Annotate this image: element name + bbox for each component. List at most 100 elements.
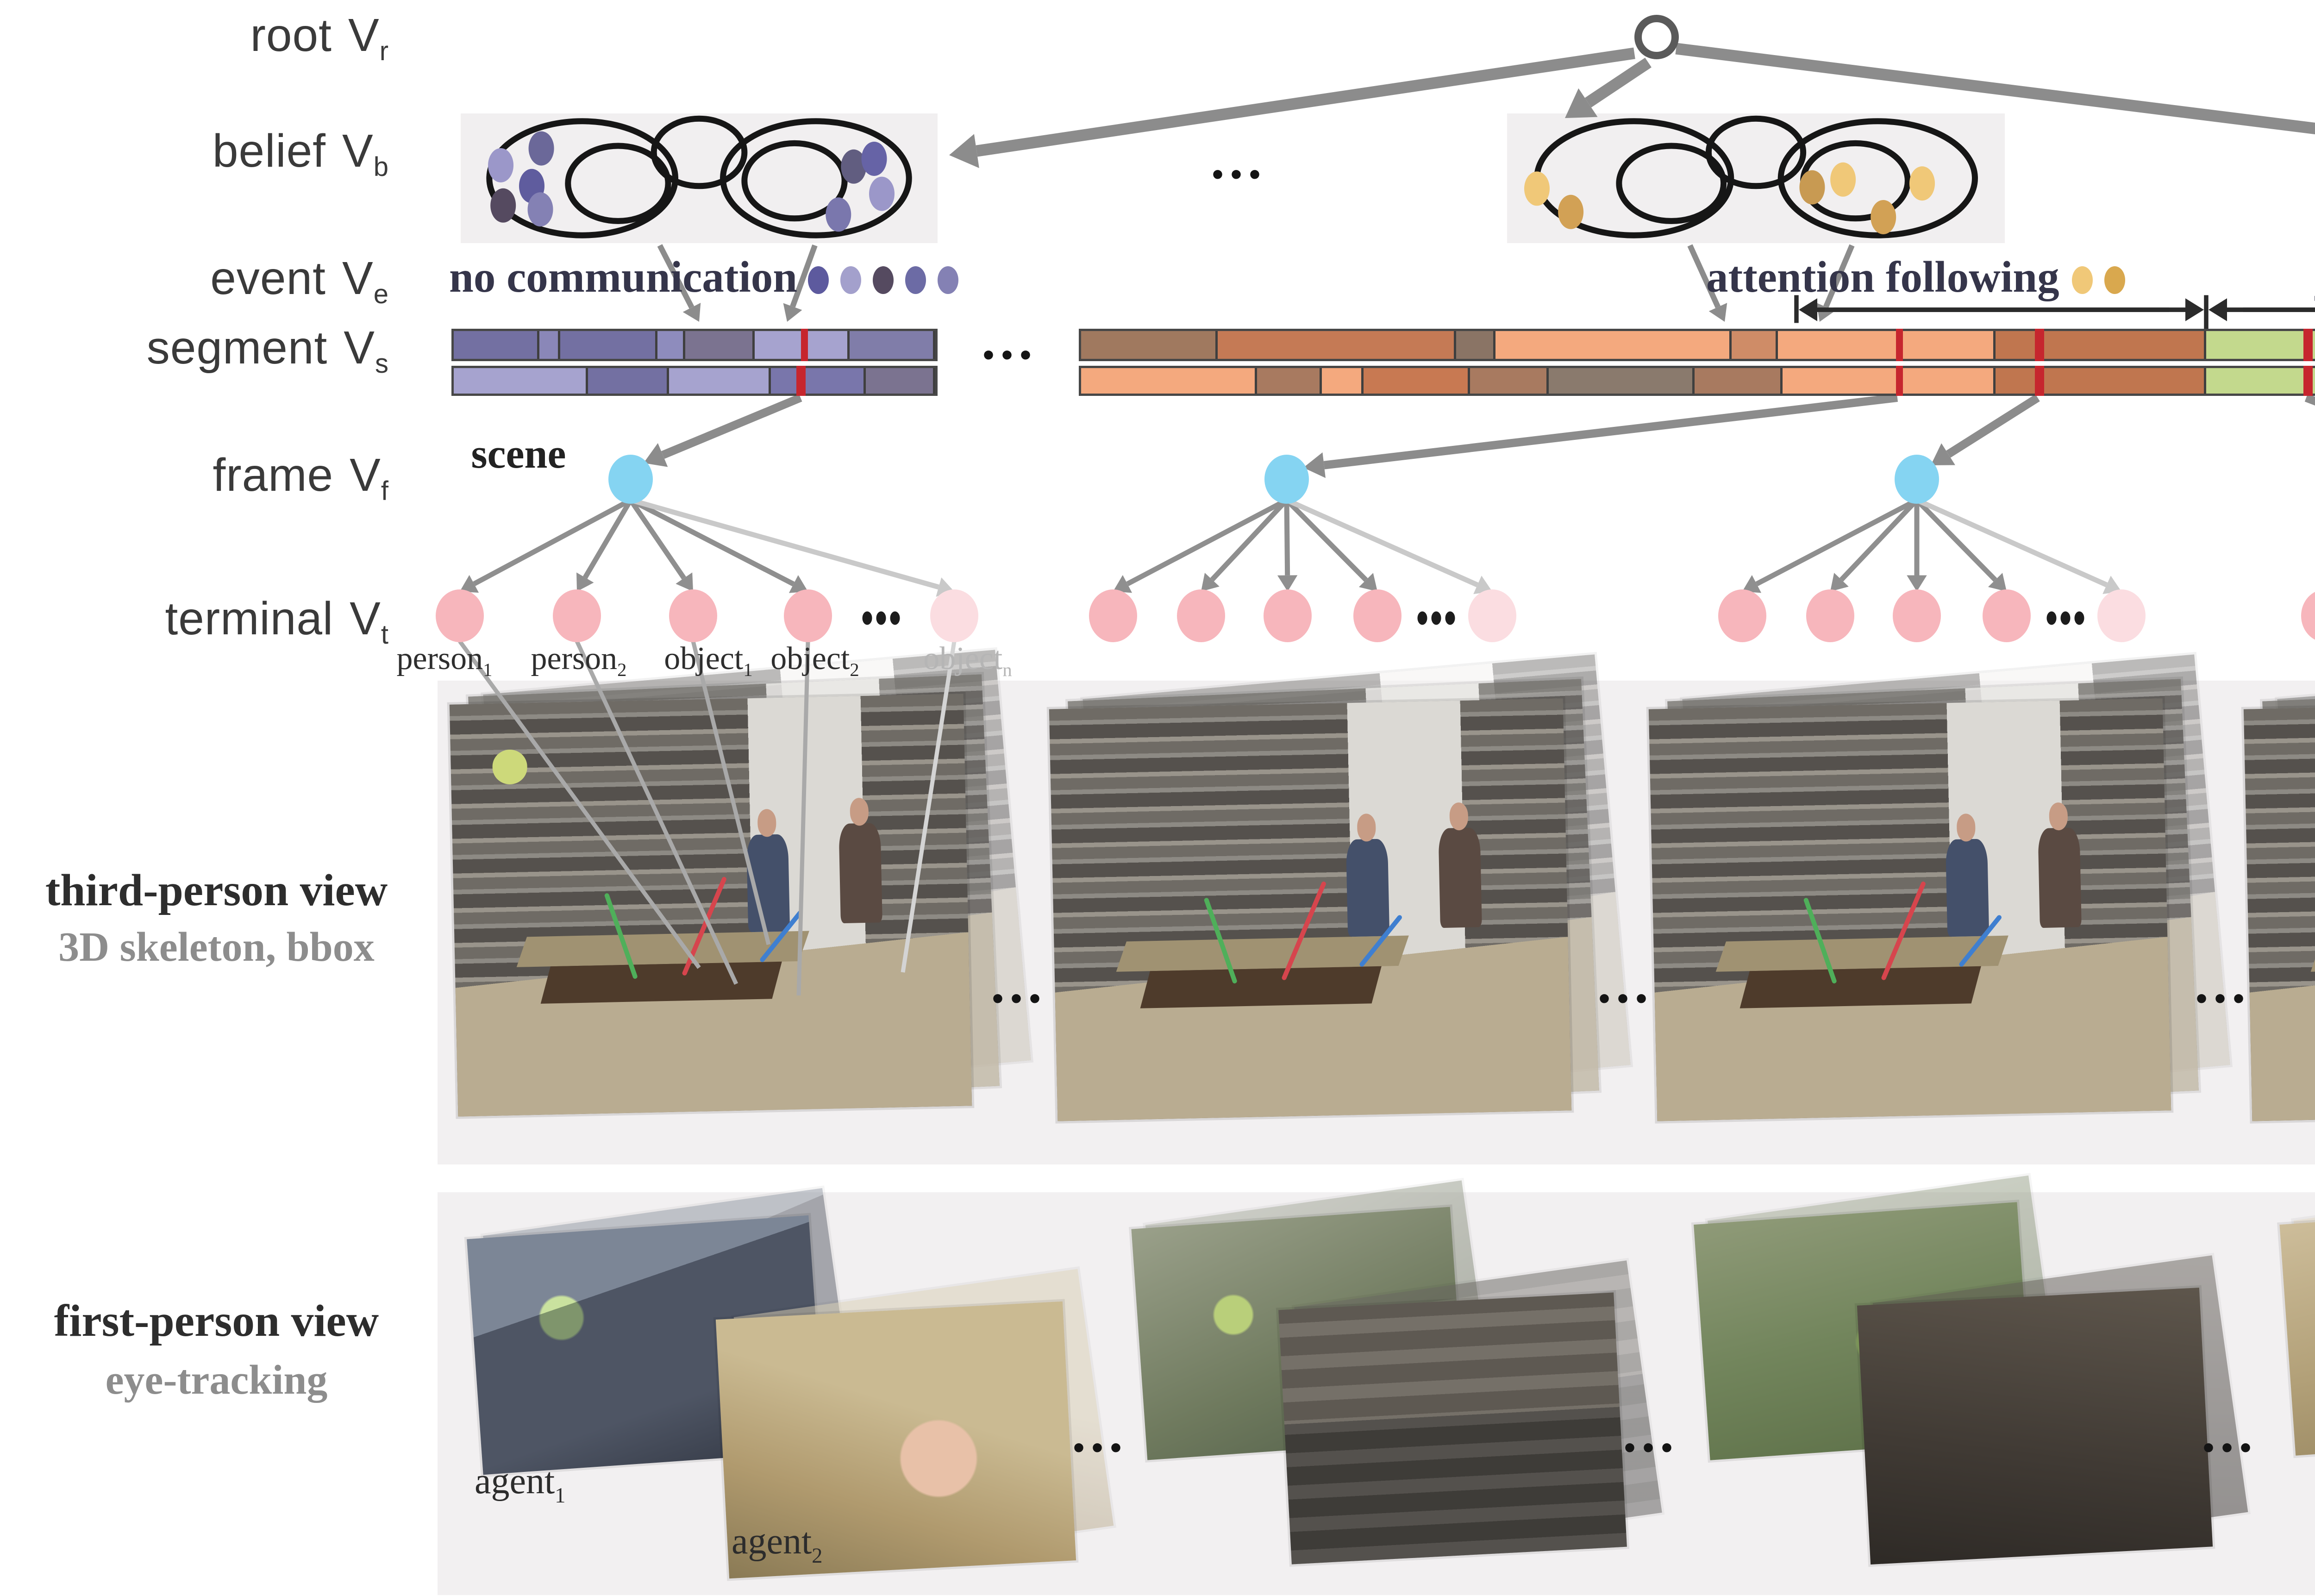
frame-to-terminal-arrow-faded (1915, 497, 2108, 588)
event-label-no-communication: no communication (449, 255, 960, 306)
frame-to-terminal-arrow-head (1277, 575, 1298, 592)
frame-to-terminal-arrow (1755, 498, 1918, 587)
belief-to-bar-arrow (790, 244, 818, 308)
terminal-label-objectn: objectn (923, 644, 1012, 681)
segment-cell (1495, 331, 1731, 358)
root-arrow (1584, 57, 1652, 108)
belief-venn-ellipse (565, 143, 671, 224)
keyframe-marker (1895, 365, 1904, 397)
terminal-node (553, 589, 601, 642)
terminal-node-faded (930, 589, 979, 642)
span-arrow-right-head (2185, 298, 2204, 321)
belief-to-bar-arrow-head (682, 302, 701, 322)
root-arrow (976, 47, 1635, 157)
terminal-node (784, 589, 832, 642)
terminal-ellipsis-dot (2060, 611, 2071, 625)
belief-ellipsis: ... (1211, 132, 1266, 192)
terminal-node (1892, 589, 1941, 642)
belief-to-bar-arrow (1823, 244, 1855, 308)
segment-cell (1995, 368, 2207, 394)
marker-to-frame-arrow (2304, 394, 2315, 406)
belief-particle-dot (826, 197, 851, 232)
terminal-ellipsis-dot (890, 611, 900, 625)
belief-particle-dot (1799, 170, 1825, 205)
root-arrow (1675, 43, 2315, 135)
frame-to-terminal-arrow-head (1201, 573, 1220, 592)
belief-venn-ellipse (720, 118, 912, 238)
frame-to-terminal-arrow (1210, 498, 1289, 582)
segment-cell (1363, 368, 1471, 394)
keyframe-marker (2304, 365, 2313, 397)
frame-to-terminal-arrow-faded (1285, 497, 1479, 588)
belief-particle-dot (527, 192, 553, 227)
frame-to-terminal-arrow-faded (630, 497, 939, 590)
event-color-dot (809, 266, 830, 294)
terminal-node (2301, 592, 2315, 640)
marker-to-frame-arrow-head (1930, 443, 1955, 465)
event-label-attention-following: attention following (1706, 255, 2124, 306)
marker-to-frame-arrow (1946, 394, 2040, 458)
terminal-ellipsis-dot (862, 611, 872, 625)
segment-cell (1322, 368, 1363, 394)
segment-cell (454, 368, 589, 394)
terminal-ellipsis-dot (1431, 611, 1441, 625)
marker-to-frame-arrow (661, 394, 802, 459)
agent2-label: agent2 (732, 1523, 823, 1569)
belief-particle-dot (869, 176, 895, 211)
terminal-ellipsis-dot (1445, 611, 1455, 625)
frame-to-terminal-arrow-head (1113, 575, 1132, 593)
belief-particle-dot (841, 149, 867, 184)
segment-cell (1217, 331, 1456, 358)
frame-to-terminal-arrow (1915, 498, 1997, 582)
belief-particle-dot (488, 148, 514, 182)
segment-cell (1731, 331, 1778, 358)
segment-cell (1778, 331, 1996, 358)
frame-to-terminal-arrow (629, 498, 795, 587)
span-arrow-left-head (2208, 298, 2227, 321)
third-person-ellipsis-1: ... (991, 956, 1046, 1016)
event-color-dot (2071, 266, 2092, 294)
terminal-ellipsis-dot (1417, 611, 1427, 625)
frame-to-terminal-arrow-head (460, 575, 479, 593)
segment-bar-row (451, 328, 937, 362)
terminal-to-bbox-line (458, 640, 701, 969)
terminal-node (669, 589, 718, 642)
terminal-to-bbox-line (796, 641, 810, 996)
frame-to-terminal-arrow (473, 498, 632, 586)
terminal-node (1177, 589, 1226, 642)
belief-venn-ellipse (1705, 115, 1807, 189)
root-arrow-head (1565, 88, 1598, 118)
belief-to-bar-arrow-head (1708, 303, 1727, 322)
belief-particle-dot (1909, 166, 1935, 201)
frame-to-terminal-arrow-head (1988, 573, 2007, 592)
segment-cell (1549, 368, 1696, 394)
segment-bar-row (1079, 328, 2315, 362)
segment-cell (1696, 368, 1783, 394)
frame-to-terminal-arrow-head (576, 572, 594, 592)
segment-bar-ellipsis: ... (982, 313, 1037, 373)
segment-bar-row (1079, 365, 2315, 397)
segment-cell (2206, 368, 2315, 394)
segment-cell (1470, 368, 1549, 394)
marker-to-frame-arrow-head (1303, 452, 1326, 478)
frame-to-terminal-arrow (1285, 498, 1368, 582)
frame-to-terminal-arrow-head (1742, 575, 1762, 593)
first-person-ellipsis-3: ... (2202, 1405, 2257, 1465)
belief-to-bar-arrow (657, 244, 694, 309)
terminal-node (1353, 589, 1402, 642)
belief-particle-dot (1830, 162, 1856, 197)
third-person-title: third-person view (45, 868, 388, 917)
segment-cell (1082, 331, 1218, 358)
keyframe-marker (1895, 328, 1904, 362)
third-person-subtitle: 3D skeleton, bbox (58, 924, 375, 970)
frame-to-terminal-arrow-head (1358, 573, 1378, 592)
first-person-title: first-person view (54, 1299, 379, 1347)
terminal-node-faded (1468, 589, 1517, 642)
segment-cell (1082, 368, 1257, 394)
segment-cell (2206, 331, 2315, 358)
segment-cell (849, 331, 935, 358)
